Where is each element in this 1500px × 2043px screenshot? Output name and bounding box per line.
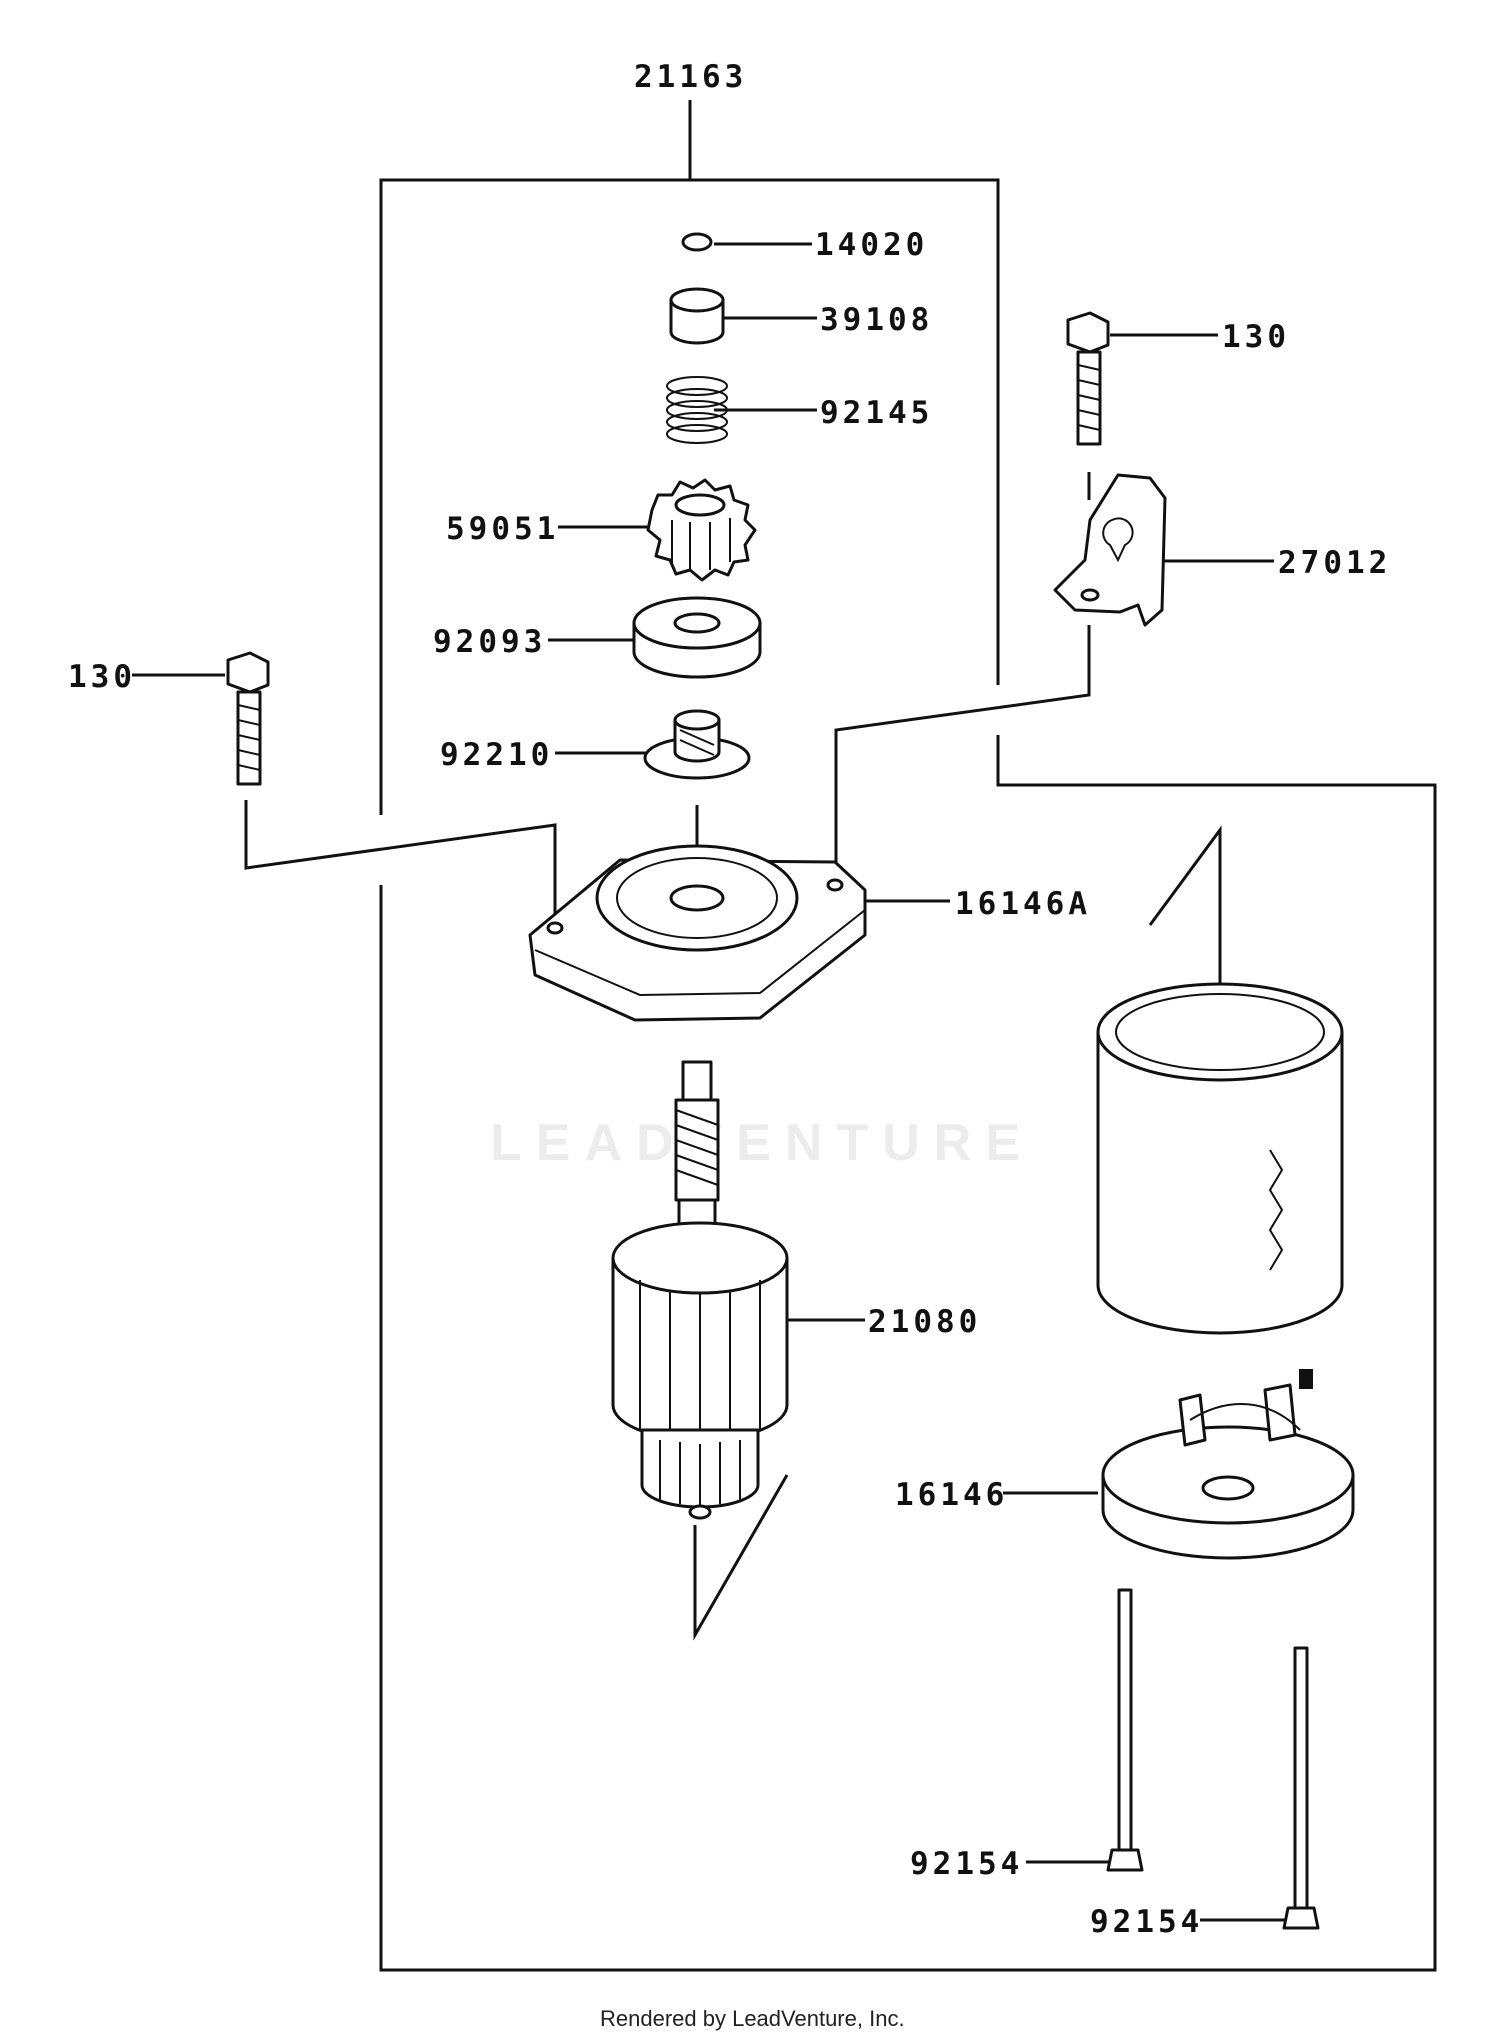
through-bolt-92154-a[interactable] xyxy=(1106,1588,1144,1872)
callout-21080[interactable]: 21080 xyxy=(868,1304,981,1340)
bolt-130-right[interactable] xyxy=(1066,311,1110,446)
bolt-130-left[interactable] xyxy=(226,651,270,786)
callout-21163[interactable]: 21163 xyxy=(634,59,747,95)
callout-27012[interactable]: 27012 xyxy=(1278,545,1391,581)
callout-92154-a[interactable]: 92154 xyxy=(910,1846,1023,1882)
callout-130-left[interactable]: 130 xyxy=(68,659,136,695)
callout-14020[interactable]: 14020 xyxy=(815,227,928,263)
callout-92093[interactable]: 92093 xyxy=(433,624,546,660)
callout-39108[interactable]: 39108 xyxy=(820,302,933,338)
armature-21080[interactable] xyxy=(611,1060,789,1520)
bracket-27012[interactable] xyxy=(1053,473,1167,627)
callout-59051[interactable]: 59051 xyxy=(446,511,559,547)
o-ring-14020[interactable] xyxy=(681,232,713,252)
spring-92145[interactable] xyxy=(666,376,728,444)
callout-16146[interactable]: 16146 xyxy=(895,1477,1008,1513)
pinion-gear-59051[interactable] xyxy=(646,478,757,582)
callout-130-right[interactable]: 130 xyxy=(1222,319,1290,355)
footer-credit: Rendered by LeadVenture, Inc. xyxy=(600,2006,905,2031)
assembly-frame xyxy=(379,100,1437,1972)
yoke-housing[interactable] xyxy=(1096,982,1344,1335)
callout-92145[interactable]: 92145 xyxy=(820,395,933,431)
end-cap-16146A[interactable] xyxy=(528,844,867,1022)
collar-39108[interactable] xyxy=(669,287,725,345)
callout-92154-b[interactable]: 92154 xyxy=(1090,1904,1203,1940)
callout-92210[interactable]: 92210 xyxy=(440,737,553,773)
brush-holder-16146[interactable] xyxy=(1101,1369,1355,1560)
callout-16146A[interactable]: 16146A xyxy=(955,886,1091,922)
washer-92093[interactable] xyxy=(632,596,762,679)
watermark-text: LEADVENTURE xyxy=(490,1114,1034,1172)
stop-collar-92210[interactable] xyxy=(643,709,751,780)
through-bolt-92154-b[interactable] xyxy=(1282,1646,1320,1930)
